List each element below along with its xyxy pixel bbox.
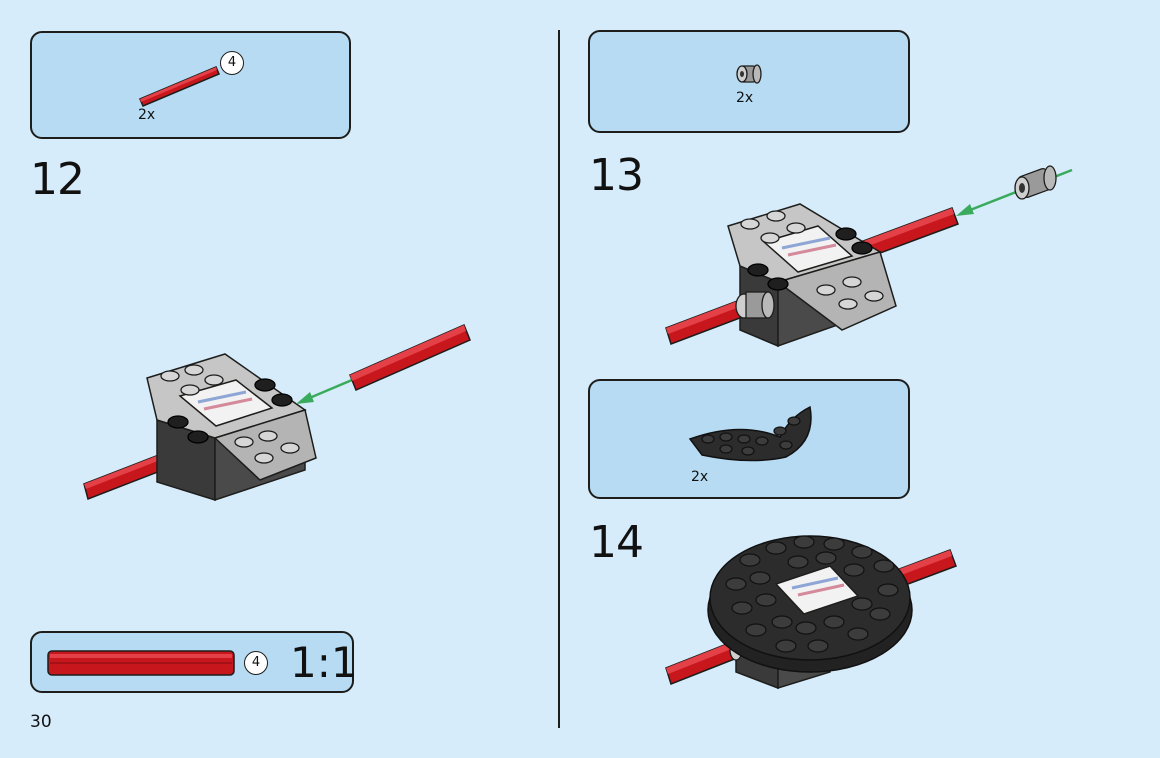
red-axle-icon — [349, 324, 471, 391]
column-divider — [558, 30, 560, 728]
part-quantity: 2x — [736, 90, 754, 106]
scale-ratio: 1:1 — [290, 638, 358, 687]
step-number: 13 — [589, 150, 644, 201]
page-number: 30 — [30, 712, 52, 732]
scale-box: 4 1:1 — [30, 631, 358, 693]
red-axle-icon — [665, 641, 738, 685]
length-badge: 4 — [220, 51, 244, 75]
length-badge: 4 — [244, 651, 268, 675]
step-12-assembly — [83, 324, 471, 502]
bush-icon — [1014, 165, 1057, 200]
part-quantity: 2x — [138, 107, 156, 123]
bush-icon — [735, 291, 775, 319]
step-14-parts-callout: 2x — [588, 379, 910, 499]
green-arrow-icon — [296, 378, 353, 404]
step-number: 14 — [589, 517, 644, 568]
round-plate-quarter-icon — [688, 405, 812, 462]
step-13-parts-callout: 2x — [588, 30, 910, 133]
red-axle-icon — [139, 66, 220, 107]
red-axle-icon — [47, 650, 235, 676]
step-number: 12 — [30, 154, 85, 205]
step-12-parts-callout: 4 2x — [30, 31, 351, 139]
bush-icon — [736, 64, 762, 84]
part-quantity: 2x — [691, 469, 709, 485]
